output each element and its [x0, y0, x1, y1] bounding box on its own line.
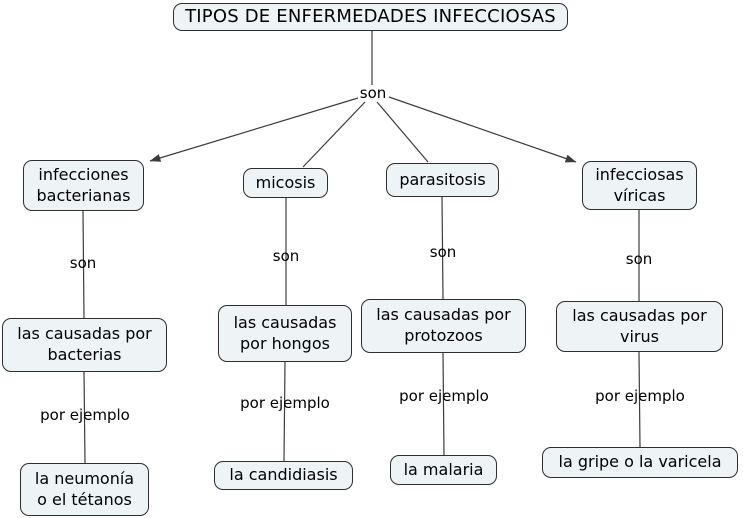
- node-neumonia-tetanos[interactable]: la neumonía o el tétanos: [20, 463, 149, 516]
- link-label-son-1: son: [69, 254, 97, 272]
- link-label-ejemplo-4: por ejemplo: [595, 387, 685, 405]
- link-label-son-3: son: [429, 243, 457, 261]
- link-label-ejemplo-2: por ejemplo: [240, 394, 330, 412]
- edge-son-viricas: [388, 96, 577, 163]
- link-label-ejemplo-1: por ejemplo: [40, 406, 130, 424]
- link-label-son-4: son: [625, 250, 653, 268]
- edge-causa-candidiasis: [283, 361, 286, 462]
- node-parasitosis[interactable]: parasitosis: [386, 163, 499, 197]
- edge-causa-neumonia: [83, 371, 86, 464]
- edge-son-micosis: [302, 101, 366, 168]
- edge-causa-malaria: [442, 352, 445, 456]
- node-gripe-varicela[interactable]: la gripe o la varicela: [542, 447, 738, 478]
- node-micosis[interactable]: micosis: [243, 168, 328, 198]
- node-causadas-virus[interactable]: las causadas por virus: [556, 301, 723, 352]
- edge-son-parasitosis: [376, 101, 429, 163]
- link-label-son-root: son: [359, 84, 387, 102]
- node-causadas-hongos[interactable]: las causadas por hongos: [218, 305, 352, 362]
- edge-bacterianas-causa: [82, 210, 85, 319]
- edge-causa-gripe: [638, 351, 641, 448]
- node-causadas-bacterias[interactable]: las causadas por bacterias: [2, 318, 167, 372]
- node-candidiasis[interactable]: la candidiasis: [214, 461, 353, 490]
- link-label-ejemplo-3: por ejemplo: [399, 387, 489, 405]
- node-infecciones-bacterianas[interactable]: infecciones bacterianas: [23, 160, 144, 211]
- node-title[interactable]: TIPOS DE ENFERMEDADES INFECCIOSAS: [173, 3, 568, 31]
- edge-son-bacterianas: [149, 97, 359, 162]
- edge-parasitosis-causa: [441, 196, 444, 300]
- link-label-son-2: son: [272, 247, 300, 265]
- node-malaria[interactable]: la malaria: [390, 455, 497, 485]
- node-infecciosas-viricas[interactable]: infecciosas víricas: [582, 161, 697, 210]
- node-causadas-protozoos[interactable]: las causadas por protozoos: [361, 299, 526, 353]
